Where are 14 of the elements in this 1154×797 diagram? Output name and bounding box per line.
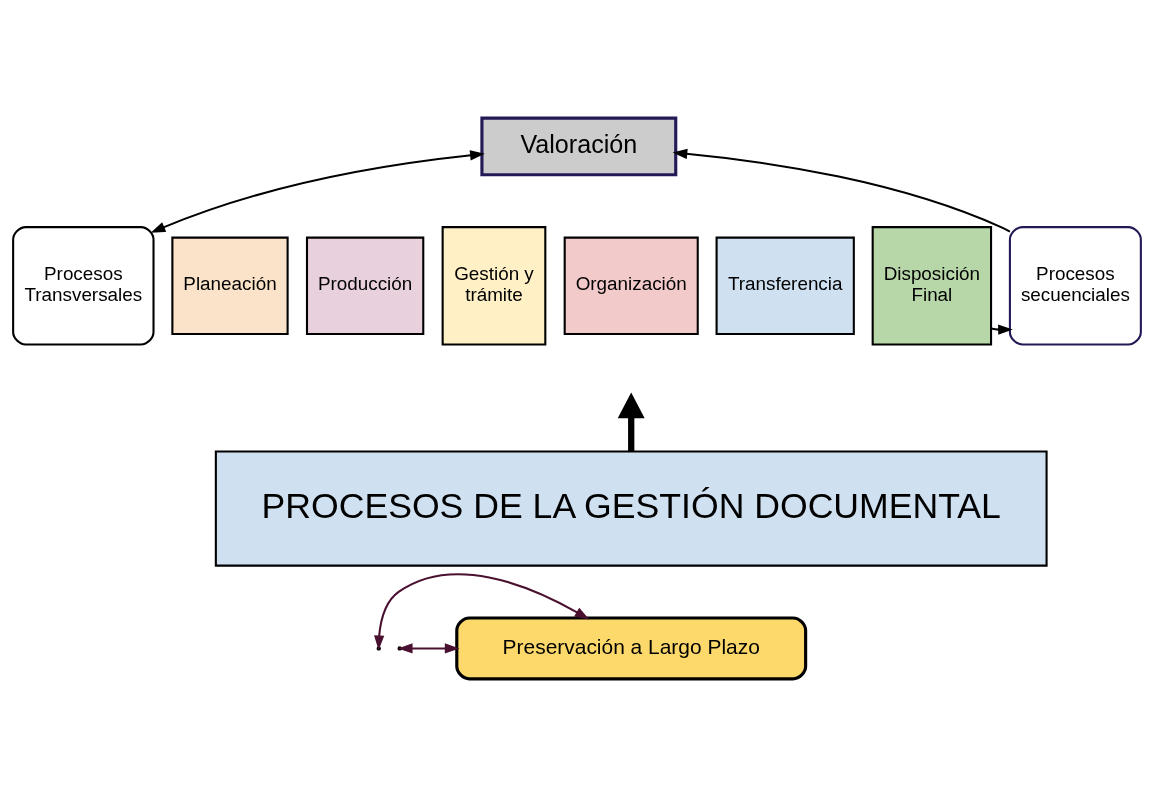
arrow [672,148,1011,233]
node-box: PROCESOS DE LA GESTIÓN DOCUMENTAL [214,450,1048,567]
node-box: Procesos secuenciales [1008,226,1142,346]
node-box: Transferencia [715,236,855,336]
node-box: Valoración [480,116,678,177]
node-box: Procesos Transversales [12,226,155,346]
arrow [150,150,485,233]
node-box: Producción [305,236,425,336]
node-box: Gestión y trámite [441,226,547,346]
node-box: Planeación [171,236,289,336]
node-box: Preservación a Largo Plazo [455,616,808,681]
node-box: Disposición Final [871,226,993,346]
node-box: Organización [563,236,699,336]
arrow [991,324,1013,335]
